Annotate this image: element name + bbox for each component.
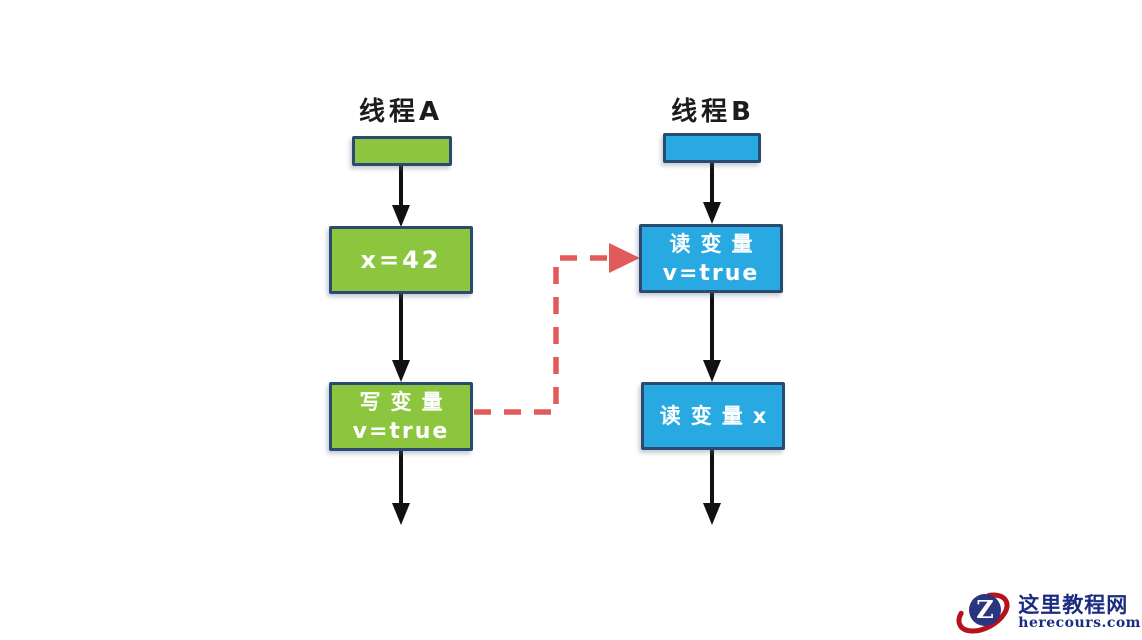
happens-before-dashed-arrow [474, 243, 640, 415]
thread-b-start-node [663, 133, 761, 163]
watermark-text: 这里教程网 herecours.com [1018, 591, 1141, 631]
thread-a-node-write-v: 写变量 v=true [329, 382, 473, 451]
node-label-line1: 写变量 [359, 389, 453, 414]
thread-b-title: 线程B [671, 97, 755, 127]
thread-a-flow-arrow-2 [392, 294, 410, 382]
node-label: 读变量x [659, 403, 777, 428]
node-label-line2: v=true [352, 418, 450, 444]
site-url: herecours.com [1018, 614, 1141, 631]
thread-a-title: 线程A [358, 97, 444, 127]
thread-b-node-read-x: 读变量x [641, 382, 785, 450]
thread-a-flow-arrow-1 [392, 166, 410, 227]
thread-a-start-node [352, 136, 452, 166]
node-label: x=42 [360, 245, 442, 274]
node-label-line2: v=true [662, 260, 760, 286]
site-logo-icon: Z [956, 592, 1010, 634]
thread-b-node-read-v: 读变量 v=true [639, 224, 783, 293]
thread-b-flow-arrow-3 [703, 450, 721, 525]
thread-b-flow-arrow-1 [703, 163, 721, 224]
thread-b-flow-arrow-2 [703, 293, 721, 382]
thread-a-flow-arrow-3 [392, 451, 410, 525]
site-name: 这里教程网 [1018, 591, 1129, 617]
site-watermark: Z 这里教程网 herecours.com [955, 585, 1141, 639]
logo-letter: Z [977, 595, 995, 624]
node-label-line1: 读变量 [669, 231, 763, 256]
thread-a-node-x42: x=42 [329, 226, 473, 294]
